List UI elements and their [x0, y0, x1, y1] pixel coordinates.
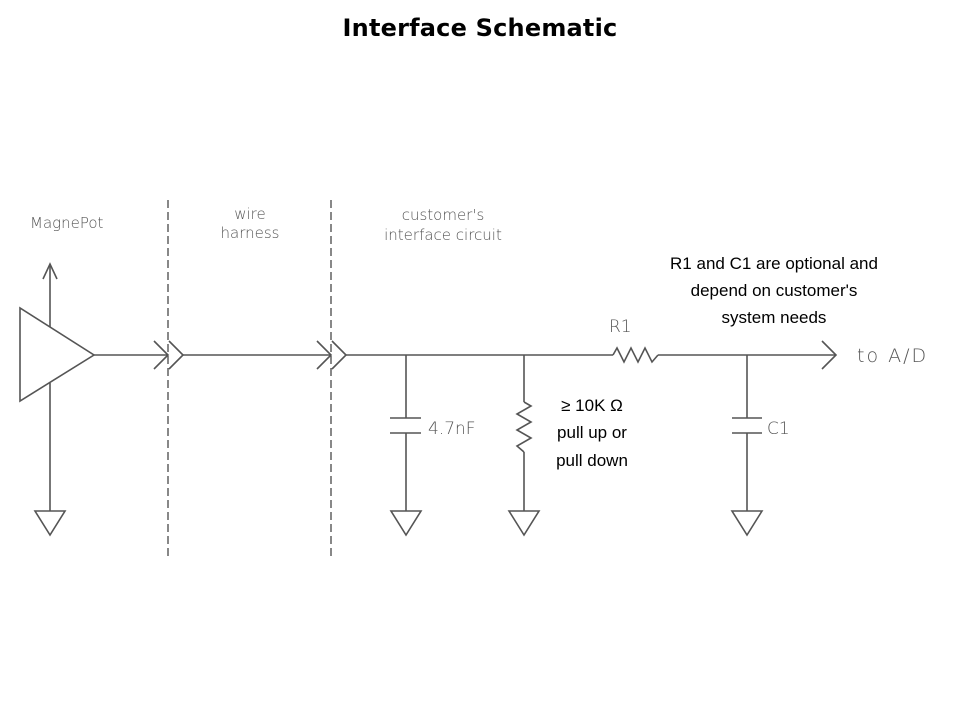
section-label-customer-line1: customer's: [402, 206, 485, 224]
capacitor-value-label: 4.7nF: [428, 419, 476, 439]
note-line3: system needs: [722, 308, 827, 327]
r1-label: R1: [609, 317, 632, 337]
note-line1: R1 and C1 are optional and: [670, 254, 878, 273]
ground-icon: [507, 510, 541, 537]
capacitor-4-7nf-icon: [390, 355, 421, 511]
section-label-customer-line2: interface circuit: [384, 226, 502, 244]
output-label: to A/D: [857, 345, 928, 367]
resistor-r1-icon: [612, 346, 659, 364]
ground-icon: [33, 510, 67, 537]
section-label-magnepot: MagnePot: [30, 214, 104, 232]
note-line2: depend on customer's: [691, 281, 858, 300]
capacitor-c1-icon: [732, 355, 762, 511]
pull-resistor-icon: [515, 355, 533, 511]
magnepot-sensor-icon: [19, 262, 96, 511]
ground-icon: [389, 510, 423, 537]
section-label-wire-harness-line2: harness: [221, 224, 280, 242]
page-title: Interface Schematic: [342, 14, 618, 42]
section-label-wire-harness-line1: wire: [234, 205, 266, 223]
c1-label: C1: [767, 419, 790, 439]
pull-resistor-label-line2: pull up or: [557, 423, 627, 442]
ground-icon: [730, 510, 764, 537]
pull-resistor-label-line3: pull down: [556, 451, 628, 470]
output-arrow-icon: [821, 340, 838, 370]
pull-resistor-label-line1: ≥ 10K Ω: [561, 396, 623, 415]
